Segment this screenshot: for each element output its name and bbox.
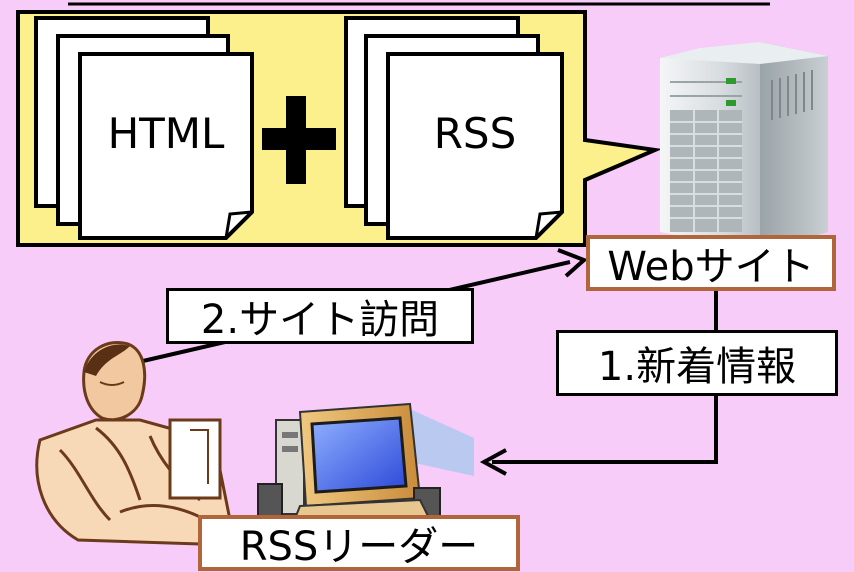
visit-arrow-head: [557, 248, 588, 278]
desktop-computer-icon: [257, 402, 474, 528]
new-info-label: 1.新着情報: [556, 330, 838, 396]
person-at-computer-icon: [35, 341, 232, 546]
website-label: Webサイト: [586, 235, 836, 291]
server-tower-icon: [660, 42, 828, 252]
site-visit-label: 2.サイト訪問: [166, 288, 474, 344]
rss-reader-label: RSSリーダー: [198, 515, 520, 571]
rss-document-stack: [344, 16, 564, 240]
plus-icon: [262, 96, 336, 184]
feed-arrow-head: [479, 448, 507, 476]
html-document-stack: [34, 16, 254, 240]
html-document-label: HTML: [107, 108, 225, 158]
rss-document-label: RSS: [433, 108, 517, 158]
